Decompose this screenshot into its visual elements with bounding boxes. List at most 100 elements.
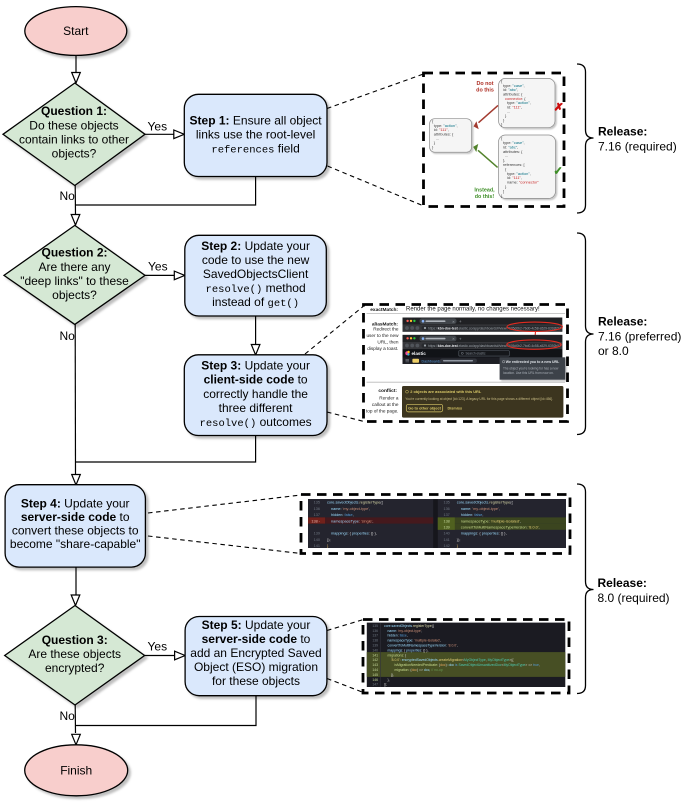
svg-text:});: }); <box>457 538 461 542</box>
svg-text:SavedObjectsClient: SavedObjectsClient <box>203 267 309 281</box>
svg-text:or 8.0: or 8.0 <box>598 344 629 358</box>
svg-text:namespaceType: 'multiple-isola: namespaceType: 'multiple-isolated', <box>388 639 442 643</box>
svg-text:}: } <box>434 140 436 145</box>
svg-text:{: { <box>505 166 507 171</box>
svg-text:Yes: Yes <box>148 120 168 134</box>
svg-text:user to the new: user to the new <box>366 333 399 338</box>
svg-text:✕: ✕ <box>452 337 455 341</box>
svg-text:do this!: do this! <box>475 194 495 200</box>
svg-text:Yes: Yes <box>148 640 168 654</box>
svg-text:Step 4: Update your: Step 4: Update your <box>21 497 130 511</box>
svg-text:add an Encrypted Saved: add an Encrypted Saved <box>190 646 321 660</box>
svg-text:contain links to other: contain links to other <box>19 132 129 146</box>
svg-text:✓: ✓ <box>554 166 563 178</box>
svg-text:attributes: {: attributes: { <box>434 132 454 137</box>
svg-text:location. Use this URL from no: location. Use this URL from now on. <box>503 371 554 375</box>
svg-text:id: "111",: id: "111", <box>434 127 449 132</box>
svg-text:}: } <box>501 122 503 127</box>
svg-text:Dismiss: Dismiss <box>448 406 463 410</box>
svg-text:hidden: false,: hidden: false, <box>388 634 408 638</box>
svg-text:143: 143 <box>372 663 378 667</box>
svg-text:Release:: Release: <box>598 315 647 329</box>
svg-text:display a toast.: display a toast. <box>367 346 398 351</box>
svg-text:No: No <box>60 329 76 343</box>
svg-text:attributes: {: attributes: { <box>503 92 523 97</box>
svg-text:convertToMultiNamespaceTypeVer: convertToMultiNamespaceTypeVersion: '8.0… <box>388 644 458 648</box>
svg-text:Step 5: Update your: Step 5: Update your <box>202 618 311 632</box>
svg-text:core.savedObjects.registerType: core.savedObjects.registerType({ <box>457 501 514 505</box>
svg-text:138: 138 <box>372 639 378 643</box>
svg-text:Dashboards: Dashboards <box>422 359 442 363</box>
svg-text:No: No <box>60 189 76 203</box>
svg-text:136: 136 <box>443 507 449 511</box>
svg-text:...: ... <box>505 153 508 158</box>
svg-text:convertToMultiNamespaceTypeVer: convertToMultiNamespaceTypeVersion: '8.0… <box>461 526 540 530</box>
svg-text:141: 141 <box>372 653 378 657</box>
svg-text:Question 3:: Question 3: <box>42 633 108 647</box>
svg-text:callout at the: callout at the <box>372 402 399 407</box>
svg-text:+: + <box>459 336 462 341</box>
svg-text:client-side code to: client-side code to <box>204 373 308 387</box>
svg-text:137: 137 <box>372 634 378 638</box>
svg-text:exactMatch:: exactMatch: <box>370 307 398 313</box>
svg-text:138 -: 138 - <box>311 519 320 523</box>
svg-text:Go to other object: Go to other object <box>408 406 441 410</box>
svg-text:core.savedObjects.registerType: core.savedObjects.registerType({ <box>384 624 435 628</box>
svg-text:three different: three different <box>219 401 293 415</box>
svg-text:server-side code to: server-side code to <box>202 632 311 646</box>
svg-text:references: [: references: [ <box>503 162 526 167</box>
svg-text:...: ... <box>436 136 439 141</box>
svg-text:Question 2:: Question 2: <box>41 246 107 260</box>
svg-text:type: "action",: type: "action", <box>434 123 458 128</box>
svg-text:Redirect the: Redirect the <box>373 327 399 332</box>
svg-text:144: 144 <box>372 668 378 672</box>
svg-text:Release:: Release: <box>598 125 647 139</box>
svg-text:}: } <box>505 113 507 118</box>
svg-text:}: } <box>505 184 507 189</box>
svg-text:type: "action",: type: "action", <box>507 171 531 176</box>
svg-text:Start: Start <box>63 24 89 38</box>
svg-text:URL, then: URL, then <box>377 340 398 345</box>
svg-text:name: 'my-object-type',: name: 'my-object-type', <box>388 629 423 633</box>
svg-text:{: { <box>501 136 503 141</box>
svg-text:name: "connector": name: "connector" <box>507 180 539 185</box>
svg-text:139: 139 <box>443 526 449 530</box>
svg-text:146: 146 <box>372 678 378 682</box>
svg-text:The object you're looking for: The object you're looking for has a new <box>503 366 559 370</box>
svg-text:135: 135 <box>443 501 449 505</box>
svg-text:139: 139 <box>372 644 378 648</box>
svg-text:});: }); <box>384 683 387 687</box>
svg-text:147: 147 <box>372 683 378 687</box>
svg-text:}: } <box>327 544 329 548</box>
svg-text:138: 138 <box>443 519 449 523</box>
svg-text:mappings: { properties: {} },: mappings: { properties: {} }, <box>331 532 377 536</box>
svg-text:Do not: Do not <box>476 81 493 87</box>
svg-text:hidden: false,: hidden: false, <box>331 513 354 517</box>
svg-text:141: 141 <box>314 544 320 548</box>
svg-text:https://kbn-doe-test.elastic.c: https://kbn-doe-test.elastic.co/app/dash… <box>428 326 561 330</box>
svg-text:137: 137 <box>443 513 449 517</box>
svg-text:You're currently looking at ob: You're currently looking at object [id=1… <box>405 397 553 401</box>
svg-text:}: } <box>501 193 503 198</box>
svg-text:141: 141 <box>443 538 449 542</box>
svg-text:code to use the new: code to use the new <box>202 253 310 267</box>
svg-text:✗: ✗ <box>553 101 563 114</box>
svg-text:✕: ✕ <box>452 320 455 324</box>
svg-text:'8.0.0': encryptedSavedObjects: '8.0.0': encryptedSavedObjects.createMig… <box>391 658 514 662</box>
svg-text:Finish: Finish <box>60 764 92 778</box>
svg-text:140: 140 <box>443 532 449 536</box>
svg-text:mappings: { properties: {} },: mappings: { properties: {} }, <box>461 532 507 536</box>
svg-text:Object (ESO) migration: Object (ESO) migration <box>194 660 318 674</box>
svg-text:2 objects are associated with: 2 objects are associated with this URL <box>410 389 482 394</box>
svg-text:140: 140 <box>372 648 378 652</box>
svg-text:do this: do this <box>476 87 494 93</box>
svg-text:}: } <box>457 544 459 548</box>
svg-text:resolve() outcomes: resolve() outcomes <box>200 415 312 430</box>
svg-text:135: 135 <box>372 624 378 628</box>
svg-text:objects?: objects? <box>52 288 97 302</box>
svg-text:7.16 (required): 7.16 (required) <box>598 140 677 154</box>
svg-text:elastic: elastic <box>412 351 427 356</box>
svg-text:Step 3: Update your: Step 3: Update your <box>201 359 310 373</box>
svg-text:Are these objects: Are these objects <box>28 647 121 661</box>
svg-text:core.savedObjects.registerType: core.savedObjects.registerType({ <box>327 501 384 505</box>
